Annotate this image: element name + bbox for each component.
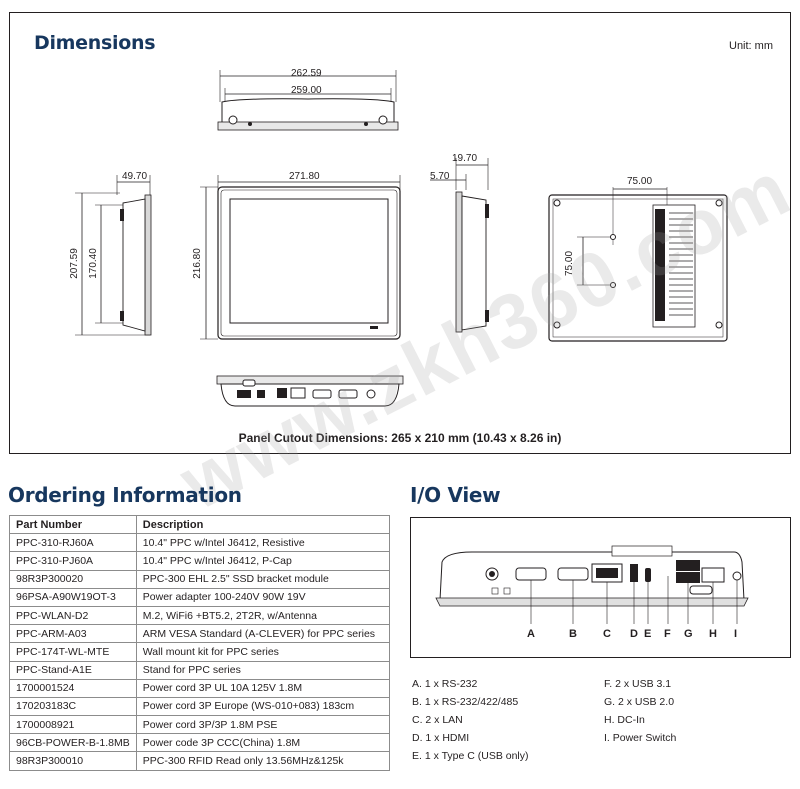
label-vesa-horizontal: 75.00 — [627, 176, 653, 187]
part-number-cell: 170203183C — [9, 696, 137, 717]
part-number-cell: 98R3P300020 — [9, 569, 137, 589]
part-number-cell: PPC-310-PJ60A — [9, 551, 137, 571]
io-letter-e: E — [644, 628, 652, 640]
label-side-height-outer: 207.59 — [68, 248, 80, 279]
io-item-c: C. 2 x LAN — [412, 714, 463, 726]
dimensions-panel — [9, 12, 791, 454]
label-side2-thin: 5.70 — [430, 171, 450, 182]
io-list-right: F. 2 x USB 3.1 G. 2 x USB 2.0 H. DC-In I… — [604, 675, 676, 747]
front-view-drawing — [200, 175, 401, 340]
io-item-h: H. DC-In — [604, 714, 645, 726]
io-title: I/O View — [410, 483, 501, 507]
description-cell: Power cord 3P UL 10A 125V 1.8M — [135, 678, 391, 698]
table-header-row: Part Number Description — [9, 514, 391, 535]
io-item-d: D. 1 x HDMI — [412, 732, 470, 744]
io-item-f: F. 2 x USB 3.1 — [604, 678, 672, 690]
io-item-b: B. 1 x RS-232/422/485 — [412, 696, 519, 708]
label-side-depth: 49.70 — [122, 171, 148, 182]
label-side-height-inner: 170.40 — [87, 248, 99, 279]
description-cell: Stand for PPC series — [135, 660, 391, 680]
io-view-panel — [410, 517, 791, 658]
io-item-e: E. 1 x Type C (USB only) — [412, 750, 529, 762]
label-front-width: 271.80 — [289, 171, 320, 182]
io-letter-f: F — [664, 628, 671, 640]
part-number-cell: 1700008921 — [9, 715, 137, 735]
dimensions-title: Dimensions — [34, 32, 156, 54]
top-view-drawing — [217, 70, 399, 131]
description-cell: ARM VESA Standard (A-CLEVER) for PPC ser… — [135, 624, 391, 644]
description-cell: Wall mount kit for PPC series — [135, 642, 391, 662]
part-number-cell: 98R3P300010 — [9, 751, 137, 771]
description-cell: M.2, WiFi6 +BT5.2, 2T2R, w/Antenna — [135, 605, 391, 626]
label-top-outer: 262.59 — [291, 68, 322, 79]
io-item-a: A. 1 x RS-232 — [412, 678, 478, 690]
description-cell: Power cord 3P/3P 1.8M PSE — [135, 715, 391, 735]
label-side2-depth: 19.70 — [452, 153, 478, 164]
unit-label: Unit: mm — [729, 40, 773, 52]
side-view-2-drawing — [430, 158, 489, 333]
description-cell: PPC-300 RFID Read only 13.56MHz&125k — [135, 751, 391, 771]
io-letter-d: D — [630, 628, 638, 640]
description-cell: Power cord 3P Europe (WS-010+083) 183cm — [135, 696, 391, 717]
panel-cutout-text: Panel Cutout Dimensions: 265 x 210 mm (1… — [238, 431, 562, 445]
io-list-left: A. 1 x RS-232 B. 1 x RS-232/422/485 C. 2… — [412, 675, 529, 765]
side-view-drawing — [75, 175, 152, 336]
part-number-cell: PPC-310-RJ60A — [9, 533, 137, 553]
part-number-cell: 1700001524 — [9, 678, 137, 698]
io-item-i: I. Power Switch — [604, 732, 677, 744]
header-description: Description — [135, 514, 391, 535]
header-part-number: Part Number — [9, 514, 137, 535]
description-cell: Power code 3P CCC(China) 1.8M — [135, 733, 391, 753]
label-front-height: 216.80 — [191, 248, 203, 279]
part-number-cell: PPC-Stand-A1E — [9, 660, 137, 680]
part-number-cell: 96CB-POWER-B-1.8MB — [9, 733, 137, 753]
bottom-view-drawing — [216, 375, 404, 407]
io-letter-i: I — [734, 628, 738, 640]
io-letter-a: A — [527, 628, 535, 640]
ordering-title: Ordering Information — [8, 483, 242, 507]
io-item-g: G. 2 x USB 2.0 — [604, 696, 675, 708]
io-letter-b: B — [569, 628, 577, 640]
io-view-drawing — [435, 545, 749, 624]
part-number-cell: 96PSA-A90W19OT-3 — [9, 587, 137, 607]
part-number-cell: PPC-174T-WL-MTE — [9, 642, 137, 662]
back-view-drawing — [548, 187, 728, 342]
io-letter-g: G — [684, 628, 693, 640]
io-letter-c: C — [603, 628, 611, 640]
part-number-cell: PPC-WLAN-D2 — [9, 605, 137, 626]
label-top-inner: 259.00 — [291, 85, 322, 96]
description-cell: PPC-300 EHL 2.5" SSD bracket module — [135, 569, 391, 589]
description-cell: 10.4" PPC w/Intel J6412, P-Cap — [135, 551, 391, 571]
description-cell: Power adapter 100-240V 90W 19V — [135, 587, 391, 607]
io-letter-h: H — [709, 628, 717, 640]
part-number-cell: PPC-ARM-A03 — [9, 624, 137, 644]
description-cell: 10.4" PPC w/Intel J6412, Resistive — [135, 533, 391, 553]
